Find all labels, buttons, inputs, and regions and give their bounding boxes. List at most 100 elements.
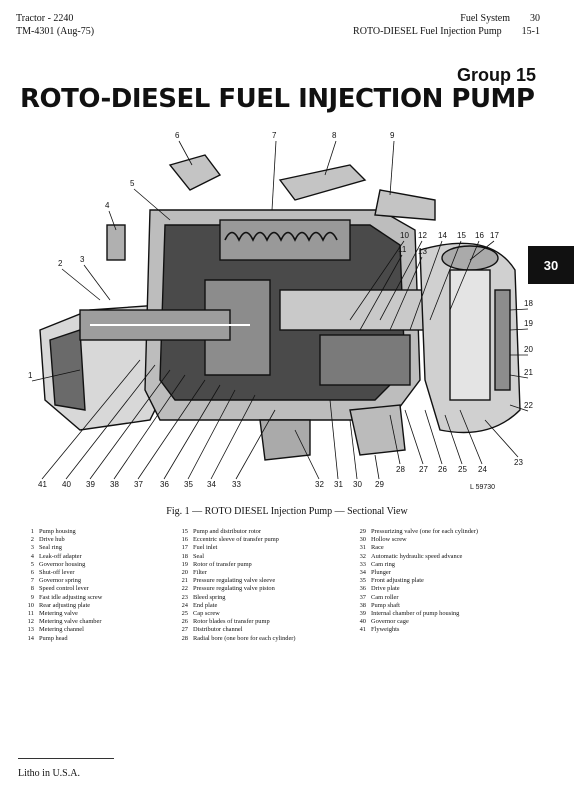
legend-number: 11: [27, 610, 34, 618]
legend-text: Pump shaft: [371, 601, 400, 609]
callout-leader-line: [65, 364, 156, 480]
callout-number: 38: [110, 480, 119, 489]
callout-number: 5: [130, 179, 135, 188]
legend-number: 22: [181, 585, 188, 593]
section-number: 30: [530, 13, 540, 24]
callout-leader-line: [389, 140, 395, 196]
legend-item: 35 Front adjusting plate: [352, 577, 478, 585]
legend-item: 34 Plunger: [352, 569, 478, 577]
legend-text: Pressurizing valve (one for each cylinde…: [371, 528, 478, 535]
legend-text: Metering valve: [39, 610, 78, 618]
callout-number: 36: [160, 480, 169, 489]
legend-number: 6: [30, 569, 34, 577]
legend-text: Metering channel: [39, 626, 84, 634]
callout-number: 22: [524, 401, 533, 410]
legend-number: 15: [181, 528, 188, 535]
legend-number: 34: [359, 569, 366, 577]
callout-leader-line: [324, 140, 337, 176]
legend-number: 31: [359, 544, 366, 552]
callout-leader-line: [349, 419, 358, 480]
legend-text: Pressure regulating valve piston: [193, 585, 275, 593]
legend-number: 21: [181, 577, 188, 585]
callout-leader-line: [389, 414, 401, 465]
callout-leader-line: [404, 409, 424, 465]
callout-leader-line: [61, 268, 101, 301]
legend-number: 20: [181, 569, 188, 577]
legend-text: Fuel inlet: [193, 544, 218, 552]
callout-number: 40: [62, 480, 71, 489]
legend-text: Automatic hydraulic speed advance: [371, 552, 463, 560]
legend-number: 40: [359, 618, 366, 626]
callout-number: 35: [184, 480, 193, 489]
callout-leader-line: [271, 140, 277, 211]
legend-text: Pump and distributor rotor: [193, 528, 261, 535]
legend-number: 26: [181, 618, 188, 626]
legend-number: 41: [359, 626, 366, 634]
callout-leader-line: [444, 414, 463, 465]
callout-leader-line: [509, 328, 529, 331]
legend-number: 36: [359, 585, 366, 593]
figure-caption: Fig. 1 — ROTO DIESEL Injection Pump — Se…: [166, 506, 408, 517]
legend-number: 24: [181, 601, 188, 609]
legend-text: Pump head: [39, 634, 68, 642]
callout-number: 15: [457, 231, 466, 240]
legend-number: 14: [27, 634, 34, 642]
callout-number: 16: [475, 231, 484, 240]
legend-text: Cap screw: [193, 610, 220, 618]
callout-leader-line: [509, 308, 529, 311]
legend-text: Leak-off adapter: [39, 552, 82, 560]
callout-leader-line: [389, 256, 423, 331]
legend-number: 27: [181, 626, 188, 634]
callout-number: 7: [272, 131, 277, 140]
callout-leaders: [31, 140, 529, 480]
section-name: Fuel System: [460, 13, 510, 24]
legend-item: 15 Pump and distributor rotor: [174, 528, 296, 536]
callout-number: 19: [524, 319, 533, 328]
callout-number: 39: [86, 480, 95, 489]
manual-number: TM-4301 (Aug-75): [16, 26, 95, 37]
callout-leader-line: [294, 429, 320, 480]
legend-text: Plunger: [371, 569, 391, 577]
legend-text: Front adjusting plate: [371, 577, 424, 585]
legend-text: Shut-off lever: [39, 569, 75, 577]
callout-number: 17: [490, 231, 499, 240]
callout-number: 1: [28, 371, 33, 380]
callout-leader-line: [349, 240, 405, 321]
figure-code: L 59730: [470, 484, 496, 491]
header-left: Tractor - 2240 TM-4301 (Aug-75): [16, 12, 94, 38]
legend-number: 39: [359, 610, 366, 618]
legend-item: 11 Metering valve: [20, 610, 102, 618]
callout-leader-line: [31, 369, 81, 382]
legend-text: Pressure regulating valve sleeve: [193, 577, 276, 585]
legend-number: 7: [30, 577, 34, 585]
legend-number: 10: [27, 601, 34, 609]
footer-text: Litho in U.S.A.: [18, 768, 80, 779]
machine-name: Tractor - 2240: [16, 13, 74, 24]
callout-leader-line: [509, 404, 529, 412]
page-title: ROTO-DIESEL FUEL INJECTION PUMP: [20, 84, 535, 114]
callout-leader-line: [424, 409, 443, 465]
legend-number: 35: [359, 577, 366, 585]
callout-leader-line: [133, 188, 171, 221]
legend-number: 5: [30, 560, 34, 568]
legend-number: 13: [27, 626, 34, 634]
callout-number: 21: [524, 368, 533, 377]
callout-number: 41: [38, 480, 47, 489]
subsection-name: ROTO-DIESEL Fuel Injection Pump: [353, 26, 502, 37]
callout-number: 33: [232, 480, 241, 489]
